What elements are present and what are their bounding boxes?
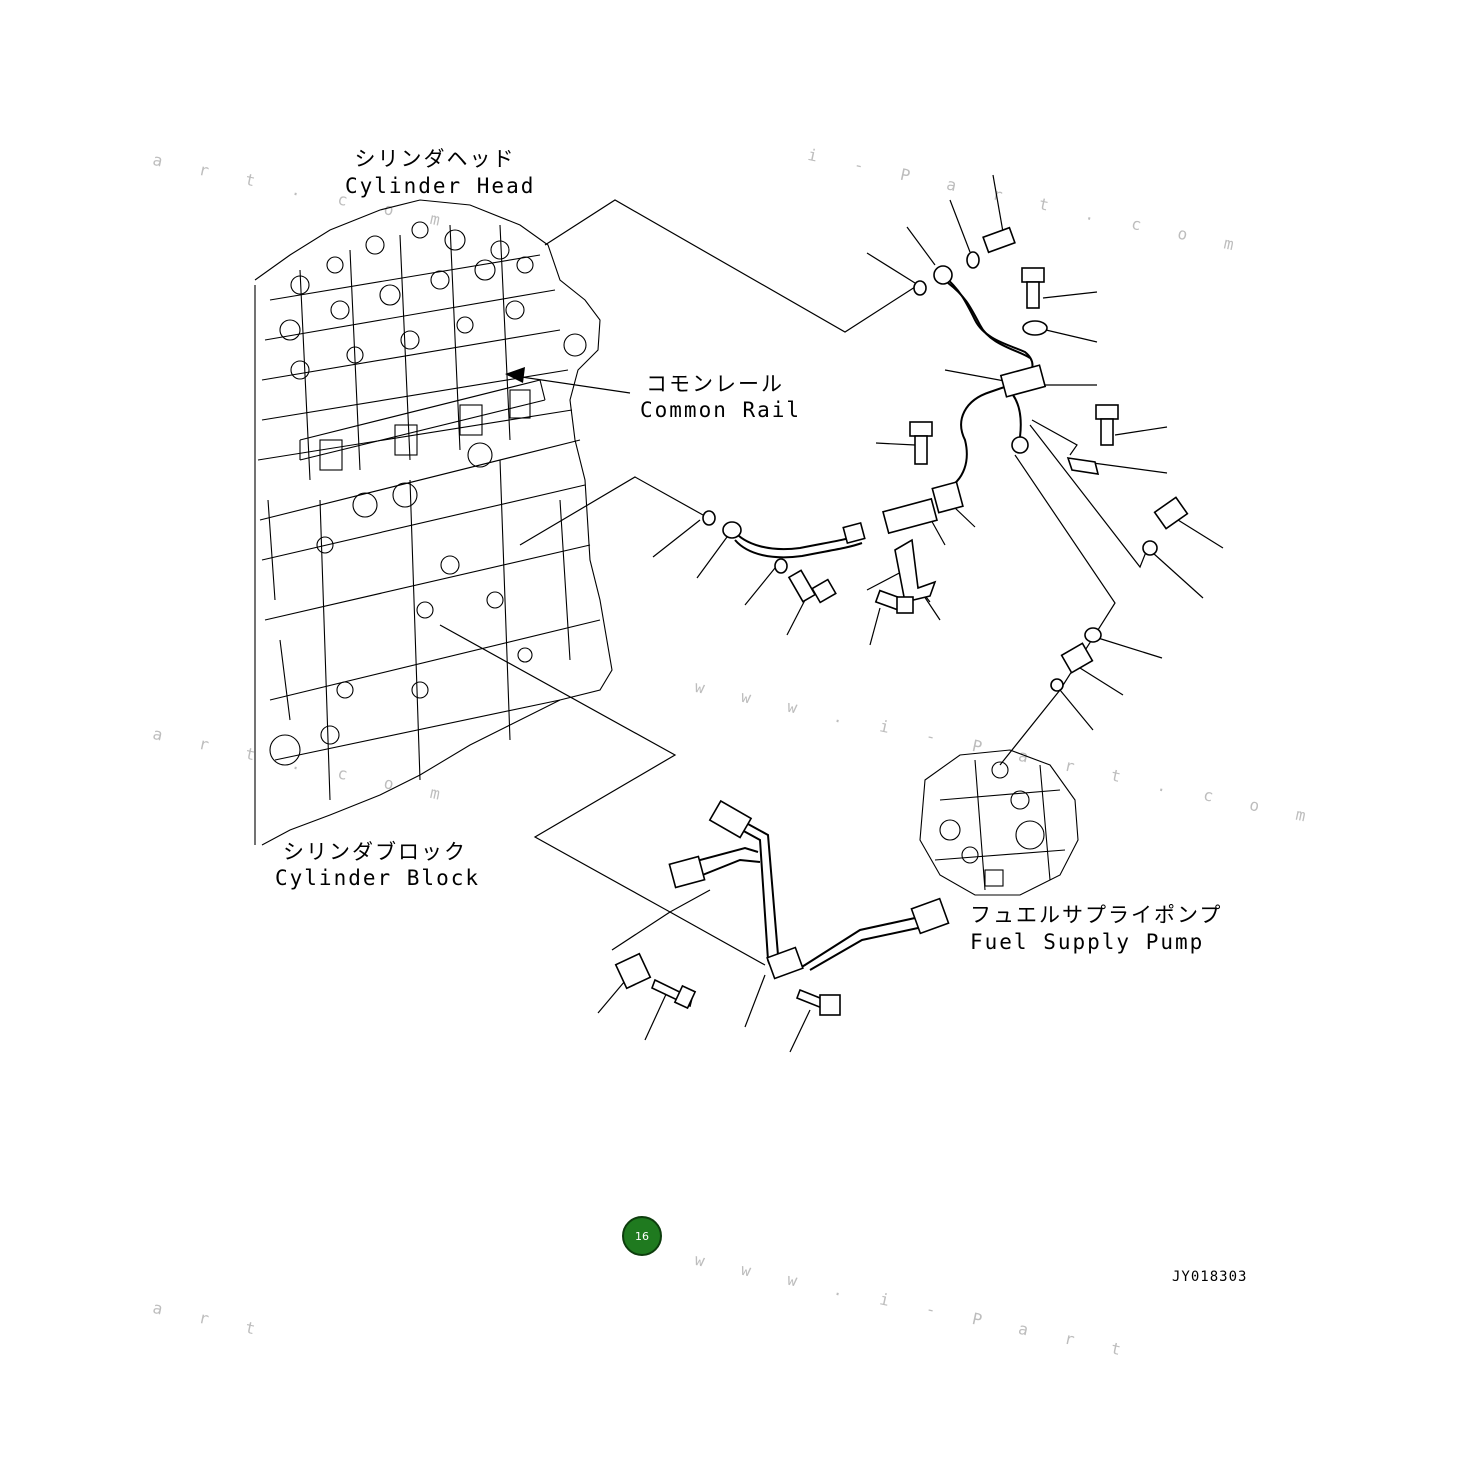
fuel-pipe-lower — [668, 799, 950, 980]
fuel-pipe-upper — [933, 265, 1047, 491]
fuel-pipe-middle — [722, 481, 964, 559]
page-number-badge[interactable]: 16 — [622, 1216, 662, 1256]
cylinder-block-label-en: Cylinder Block — [275, 866, 481, 890]
common-rail-label-en: Common Rail — [640, 398, 802, 422]
fasteners — [614, 226, 1189, 1016]
engine-block — [254, 199, 613, 846]
cylinder-head-label-en: Cylinder Head — [345, 174, 536, 198]
fuel-pump-label-en: Fuel Supply Pump — [970, 930, 1205, 954]
fuel-supply-pump — [919, 749, 1079, 896]
drawing-code: JY018303 — [1172, 1269, 1248, 1285]
head-holes — [279, 221, 587, 380]
common-rail-label-jp: コモンレール — [646, 372, 784, 396]
cylinder-block-label-jp: シリンダブロック — [283, 840, 467, 864]
fuel-pump-label-jp: フュエルサプライポンプ — [970, 903, 1223, 927]
cylinder-head-label-jp: シリンダヘッド — [354, 147, 516, 171]
